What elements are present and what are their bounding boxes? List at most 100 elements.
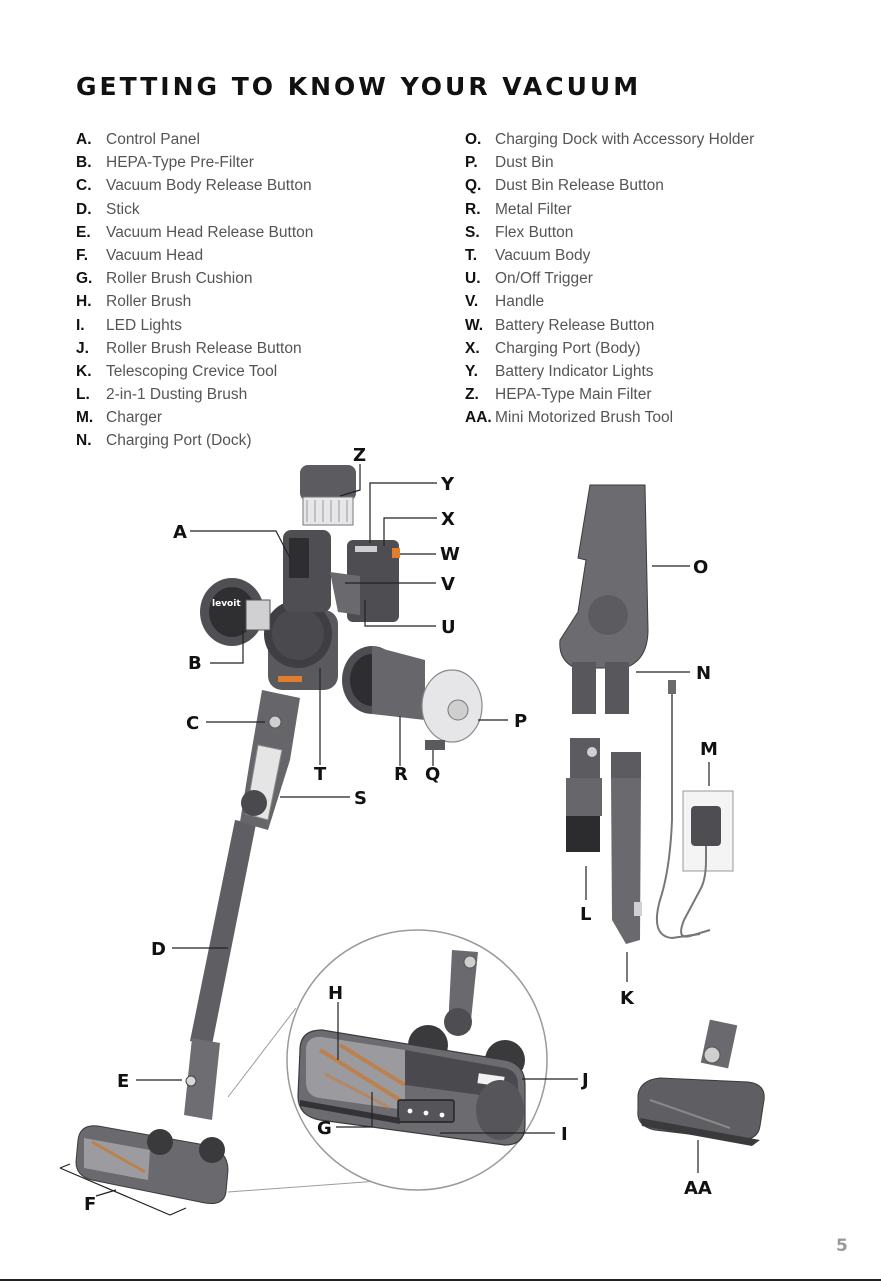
part-item: V.Handle <box>465 290 754 313</box>
part-key: H. <box>76 293 92 311</box>
part-item: P. Dust Bin <box>465 151 754 174</box>
part-item: Z. HEPA-Type Main Filter <box>465 383 754 406</box>
page-number: 5 <box>836 1236 848 1256</box>
part-key: G. <box>76 270 93 288</box>
part-item: B.HEPA-Type Pre-Filter <box>76 151 313 174</box>
callout-p: P <box>514 711 527 732</box>
part-item: J.Roller Brush Release Button <box>76 337 313 360</box>
callout-aa: AA <box>684 1178 712 1199</box>
callout-a: A <box>173 522 187 543</box>
callout-j: J <box>580 1070 589 1091</box>
callout-q: Q <box>425 764 440 785</box>
callout-labels: A B C D E F G H I J K L M N O P Q R S T … <box>84 445 718 1215</box>
part-item: X. Charging Port (Body) <box>465 337 754 360</box>
part-label: Charging Dock with Accessory Holder <box>495 131 755 148</box>
leader-lines <box>59 464 710 1216</box>
part-item: AA.Mini Motorized Brush Tool <box>465 406 754 429</box>
part-key: X. <box>465 339 480 357</box>
part-label: Vacuum Head <box>106 246 204 264</box>
part-label: Charging Port (Dock) <box>106 432 252 450</box>
callout-r: R <box>394 764 408 785</box>
callout-d: D <box>151 939 166 960</box>
part-label: LED Lights <box>106 316 182 334</box>
part-item: R. Metal Filter <box>465 198 754 221</box>
part-label: Vacuum Head Release Button <box>106 223 314 241</box>
part-item: Q.Dust Bin Release Button <box>465 174 754 197</box>
callout-l: L <box>580 904 591 925</box>
part-item: U. On/Off Trigger <box>465 267 754 290</box>
part-label: 2-in-1 Dusting Brush <box>106 386 248 404</box>
part-key: P. <box>465 154 478 172</box>
part-label: Battery Indicator Lights <box>495 362 654 380</box>
part-label: Roller Brush Cushion <box>106 270 253 288</box>
callout-c: C <box>186 713 199 734</box>
part-key: F. <box>76 246 89 264</box>
crevice-tool <box>611 752 642 944</box>
part-item: Y. Battery Indicator Lights <box>465 360 754 383</box>
part-item: I.LED Lights <box>76 314 313 337</box>
mini-motorized-brush <box>637 1019 765 1146</box>
part-key: U. <box>465 270 481 288</box>
part-key: R. <box>465 200 481 218</box>
part-key: B. <box>76 154 92 172</box>
brand-logo: levoit <box>212 599 241 609</box>
callout-e: E <box>117 1071 129 1092</box>
page-title: GETTING TO KNOW YOUR VACUUM <box>76 72 642 101</box>
hepa-main-filter <box>300 465 356 526</box>
dust-bin <box>342 646 483 750</box>
parts-list-left: A.Control Panel B.HEPA-Type Pre-Filter C… <box>76 128 313 453</box>
part-item: C. Vacuum Body Release Button <box>76 174 313 197</box>
callout-x: X <box>441 509 455 530</box>
part-label: Vacuum Body Release Button <box>106 177 312 195</box>
part-key: O. <box>465 131 482 148</box>
part-key: L. <box>76 386 90 404</box>
dusting-brush <box>566 738 602 852</box>
part-label: Dust Bin <box>495 154 554 172</box>
callout-n: N <box>696 663 711 684</box>
callout-t: T <box>314 764 327 785</box>
callout-u: U <box>441 617 456 638</box>
part-label: On/Off Trigger <box>495 270 593 288</box>
part-label: Roller Brush <box>106 293 192 311</box>
callout-w: W <box>440 544 460 565</box>
callout-i: I <box>561 1124 568 1145</box>
part-item: K. Telescoping Crevice Tool <box>76 360 313 383</box>
charger <box>656 680 734 940</box>
part-label: Roller Brush Release Button <box>106 339 302 357</box>
part-label: Control Panel <box>106 131 200 148</box>
part-key: W. <box>465 316 484 334</box>
part-key: C. <box>76 177 92 195</box>
part-key: K. <box>76 362 92 380</box>
part-label: Telescoping Crevice Tool <box>106 362 278 380</box>
part-item: F. Vacuum Head <box>76 244 313 267</box>
part-label: Charging Port (Body) <box>495 339 641 357</box>
part-item: A.Control Panel <box>76 128 313 151</box>
part-item: L. 2-in-1 Dusting Brush <box>76 383 313 406</box>
part-key: T. <box>465 246 478 264</box>
part-key: Q. <box>465 177 482 195</box>
stick-vacuum-assembled: levoit <box>75 530 338 1204</box>
part-key: Y. <box>465 362 478 380</box>
part-label: Charger <box>106 409 162 427</box>
callout-v: V <box>441 574 455 595</box>
part-item: H. Roller Brush <box>76 290 313 313</box>
part-item: N.Charging Port (Dock) <box>76 429 313 452</box>
part-item: W. Battery Release Button <box>465 314 754 337</box>
part-key: E. <box>76 223 91 241</box>
part-key: Z. <box>465 386 479 404</box>
callout-s: S <box>354 788 367 809</box>
callout-z: Z <box>353 445 366 466</box>
vacuum-head-detail <box>227 929 548 1193</box>
part-label: Mini Motorized Brush Tool <box>495 409 674 427</box>
part-label: HEPA-Type Main Filter <box>495 386 652 404</box>
callout-b: B <box>188 653 202 674</box>
part-item: S.Flex Button <box>465 221 754 244</box>
part-label: Battery Release Button <box>495 316 655 334</box>
part-label: Metal Filter <box>495 200 572 218</box>
part-item: G. Roller Brush Cushion <box>76 267 313 290</box>
part-key: M. <box>76 409 94 427</box>
charging-dock <box>559 484 649 714</box>
part-label: Vacuum Body <box>495 246 591 264</box>
part-item: T. Vacuum Body <box>465 244 754 267</box>
parts-list-right: O. Charging Dock with Accessory Holder P.… <box>465 128 754 429</box>
